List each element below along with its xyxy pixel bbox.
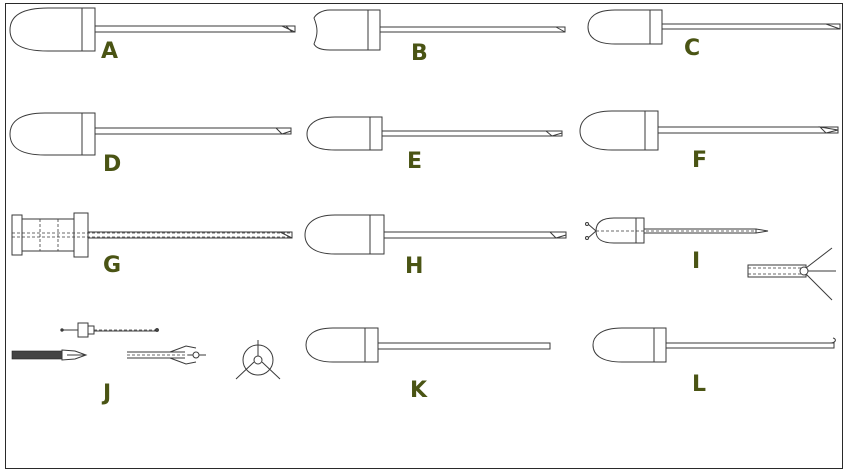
label-b: B: [411, 41, 428, 66]
instrument-e: E: [306, 116, 563, 174]
label-g: G: [103, 253, 121, 278]
instrument-d: D: [9, 112, 292, 177]
label-c: C: [684, 36, 700, 61]
label-d: D: [103, 152, 121, 177]
label-i: I: [692, 249, 700, 274]
label-a: A: [101, 39, 118, 64]
instrument-h: H: [304, 214, 567, 279]
label-j: J: [101, 381, 111, 406]
instrument-j: J: [11, 322, 281, 406]
instrument-i: I: [585, 217, 836, 301]
label-k: K: [410, 378, 428, 403]
instrument-l: L: [592, 327, 836, 397]
instrument-f: F: [579, 110, 839, 173]
instrument-b: B: [313, 9, 566, 66]
instrument-a: A: [9, 7, 296, 64]
label-h: H: [405, 254, 423, 279]
label-l: L: [692, 372, 706, 397]
instrument-g: G: [11, 212, 293, 278]
instrument-c: C: [587, 9, 841, 61]
instrument-k: K: [305, 327, 551, 403]
label-f: F: [692, 148, 707, 173]
label-e: E: [407, 149, 422, 174]
